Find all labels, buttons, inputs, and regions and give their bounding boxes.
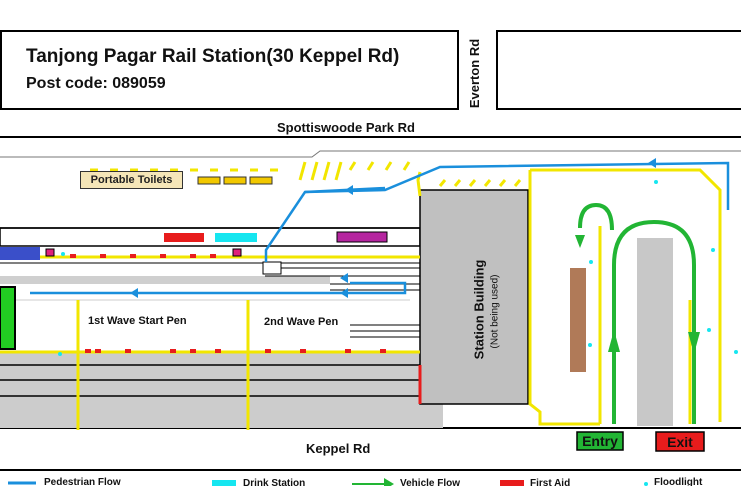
legend-swatches — [8, 478, 648, 486]
pink-marker — [232, 248, 242, 257]
exit-label: Exit — [667, 434, 693, 450]
pink-marker — [45, 248, 55, 257]
site-boundary — [0, 150, 741, 158]
magenta-tent — [336, 231, 388, 243]
vehicle-arrow-down-small — [575, 235, 585, 248]
entry-label: Entry — [582, 433, 618, 449]
block-east — [496, 30, 741, 110]
vehicle-arrow-up — [608, 330, 620, 352]
title-block — [0, 30, 459, 110]
toilet-unit — [249, 176, 273, 185]
track-area-south — [0, 352, 443, 428]
station-building — [419, 189, 529, 405]
blue-tent — [0, 247, 40, 260]
station-building-note: (Not being used) — [489, 274, 501, 349]
road-label-everton: Everton Rd — [467, 38, 483, 109]
pedestrian-arrows — [130, 158, 656, 298]
entry-gate-box — [576, 431, 624, 451]
drink-station — [215, 233, 257, 242]
brown-structure — [570, 268, 586, 372]
legend-drink: Drink Station — [243, 478, 306, 486]
exit-gate-box — [655, 431, 705, 452]
second-wave-pen-label: 2nd Wave Pen — [264, 316, 339, 328]
legend-floodlight: Floodlight — [654, 477, 703, 486]
carpark-strip — [637, 238, 673, 426]
portable-toilets-label: Portable Toilets — [80, 171, 183, 189]
platform-edge — [0, 276, 330, 284]
road-outlines — [0, 30, 741, 471]
vehicle-arrow-down — [688, 332, 700, 354]
tracks — [0, 227, 443, 428]
legend-pedestrian: Pedestrian Flow — [44, 477, 121, 486]
barrier-markers — [70, 254, 386, 353]
first-wave-pen-label: 1st Wave Start Pen — [88, 315, 187, 327]
station-building-label: Station Building — [471, 259, 487, 360]
road-label-keppel: Keppel Rd — [306, 441, 371, 456]
legend-firstaid: First Aid — [530, 478, 571, 486]
road-label-spottiswoode: Spottiswoode Park Rd — [277, 120, 415, 135]
floodlights — [58, 180, 738, 356]
toilet-unit — [197, 176, 221, 185]
post-code: Post code: 089059 — [26, 75, 166, 92]
toilet-unit — [223, 176, 247, 185]
page-title: Tanjong Pagar Rail Station(30 Keppel Rd) — [26, 46, 400, 67]
first-aid-station — [164, 233, 204, 242]
legend-vehicle: Vehicle Flow — [400, 478, 461, 486]
vehicle-flow — [578, 202, 696, 424]
green-start-gantry — [0, 286, 16, 350]
